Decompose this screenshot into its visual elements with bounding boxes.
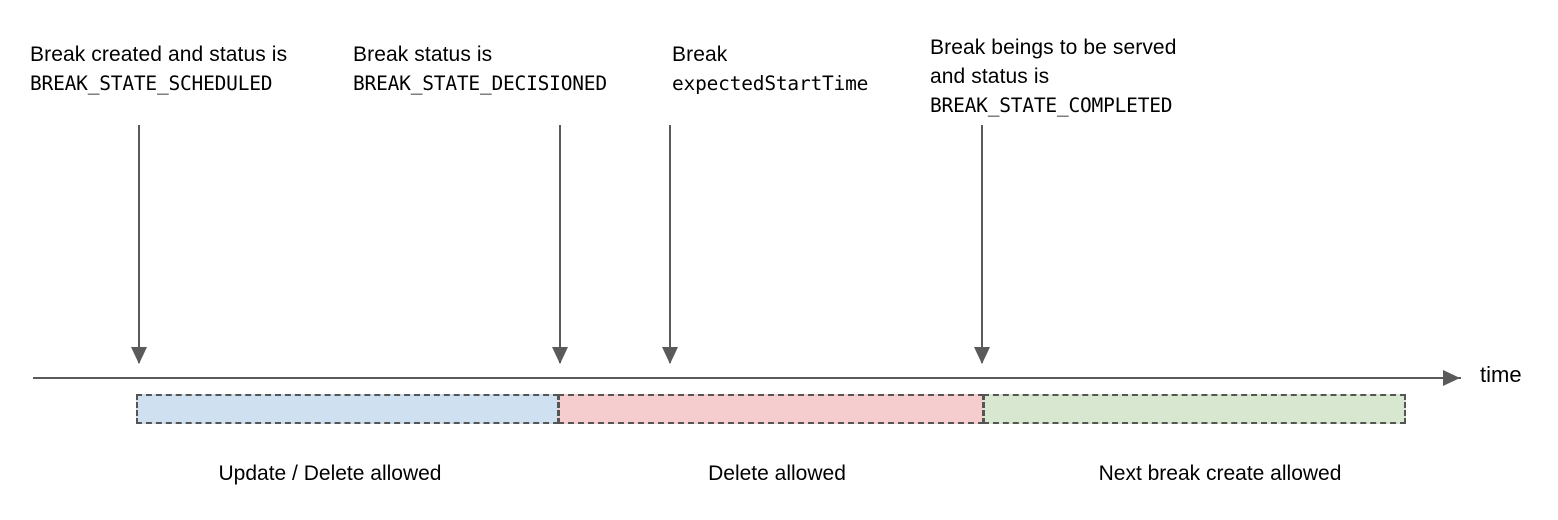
phase-bar-update-delete <box>136 394 559 424</box>
event-label-state-code: BREAK_STATE_SCHEDULED <box>30 72 273 95</box>
event-label-line: Break status is <box>353 43 493 66</box>
arrow-right-icon <box>1443 370 1460 386</box>
event-label-scheduled: Break created and status is BREAK_STATE_… <box>30 40 287 98</box>
axis-label-time: time <box>1480 362 1522 387</box>
phase-caption-update-delete: Update / Delete allowed <box>218 462 442 485</box>
event-arrow-scheduled <box>131 125 147 364</box>
event-label-field-code: expectedStartTime <box>672 72 869 95</box>
phase-bar-delete-only <box>558 394 984 424</box>
arrow-down-icon <box>662 347 678 364</box>
event-arrow-expected-start-time <box>662 125 678 364</box>
event-arrow-completed <box>974 125 990 364</box>
event-label-state-code: BREAK_STATE_DECISIONED <box>353 72 607 95</box>
event-label-expected-start-time: Break expectedStartTime <box>672 40 868 98</box>
arrow-shaft <box>669 125 671 363</box>
axis-line <box>33 377 1461 379</box>
phase-caption-next-break-create: Next break create allowed <box>1098 462 1342 485</box>
event-label-line: Break created and status is <box>30 43 288 66</box>
event-label-completed: Break beings to be served and status is … <box>930 33 1176 120</box>
arrow-shaft <box>981 125 983 363</box>
phase-bar-next-break-create <box>983 394 1406 424</box>
event-arrow-decisioned <box>552 125 568 364</box>
phase-caption-delete-only: Delete allowed <box>708 462 846 485</box>
arrow-down-icon <box>131 347 147 364</box>
event-label-line: Break <box>672 43 728 66</box>
event-label-line: Break beings to be served <box>930 36 1177 59</box>
arrow-down-icon <box>552 347 568 364</box>
event-label-state-code: BREAK_STATE_COMPLETED <box>930 94 1173 117</box>
arrow-shaft <box>138 125 140 363</box>
arrow-shaft <box>559 125 561 363</box>
event-label-decisioned: Break status is BREAK_STATE_DECISIONED <box>353 40 607 98</box>
arrow-down-icon <box>974 347 990 364</box>
event-label-line: and status is <box>930 65 1050 88</box>
